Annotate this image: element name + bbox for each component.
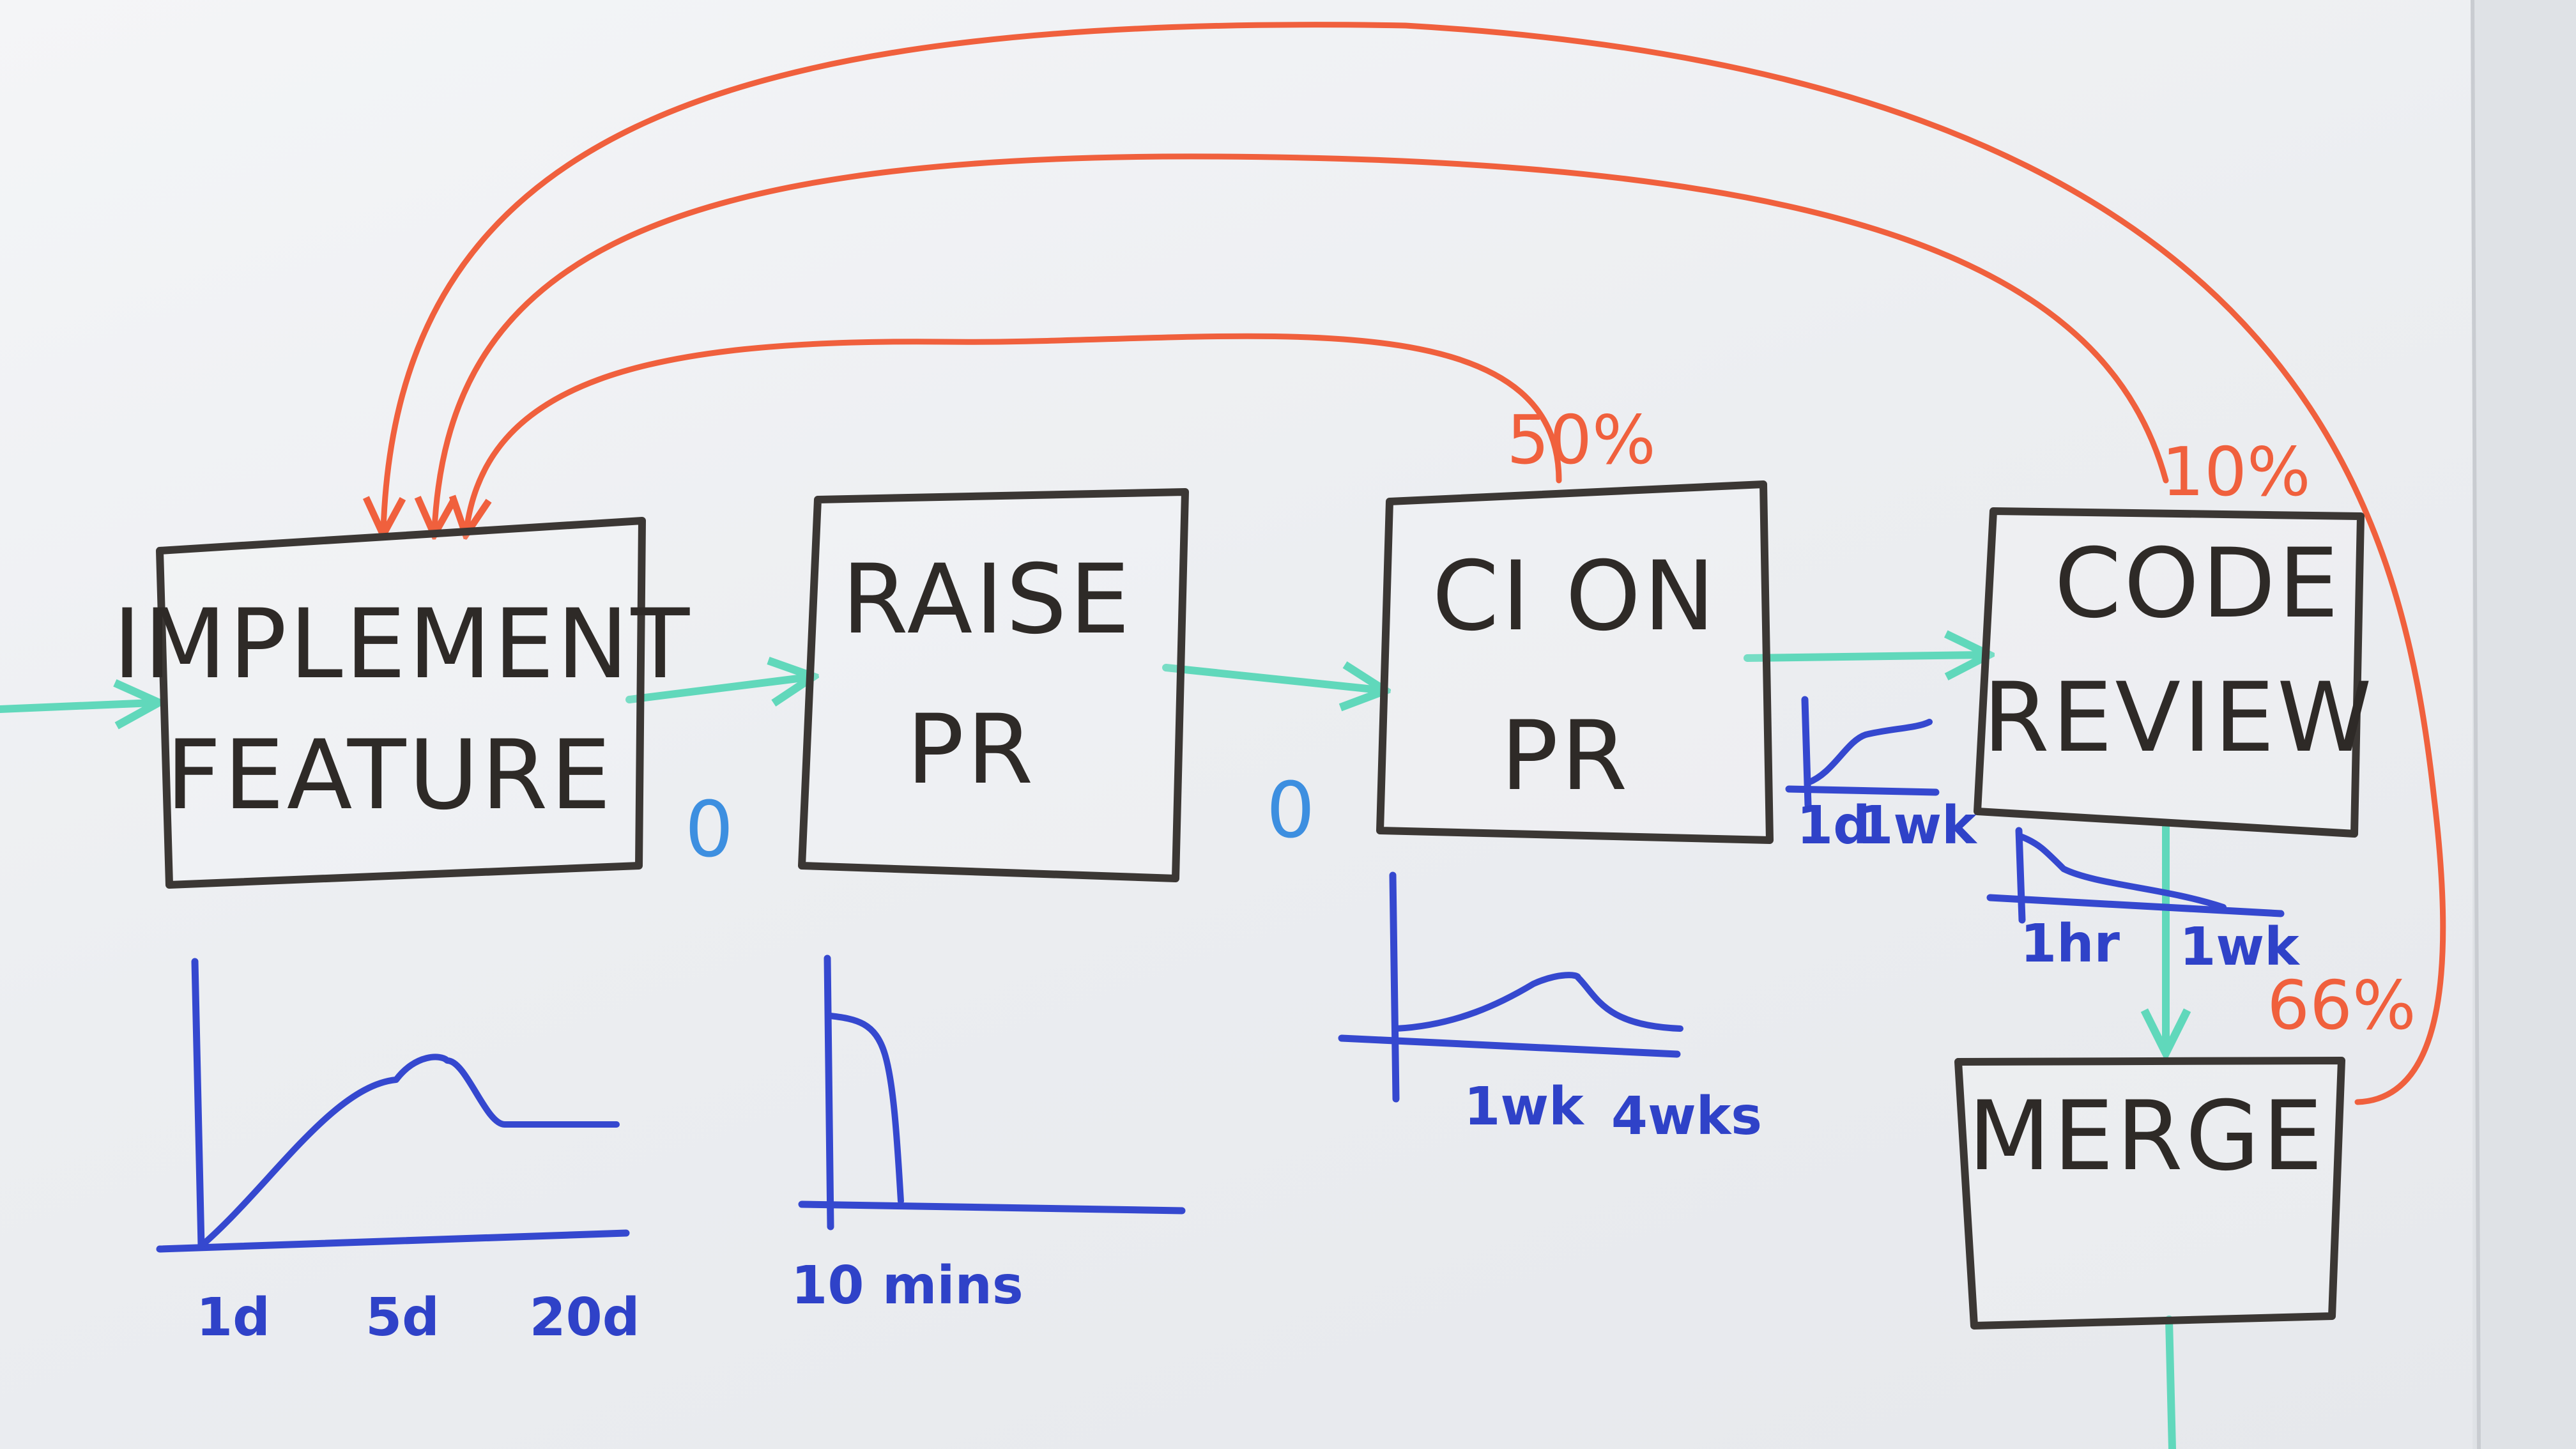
wait-marker-1: 0 [685, 786, 733, 875]
stage-review-line1: CODE [2054, 528, 2341, 640]
dist-wait-tick-1: 1d [1797, 795, 1871, 856]
stage-implement-feature: IMPLEMENT FEATURE [113, 517, 692, 889]
stage-raise-pr: RAISE PR [798, 488, 1189, 882]
dist-raise-x-axis [798, 1200, 1186, 1215]
dist-raise-y-axis [824, 954, 834, 1230]
flow-raise-to-ci [1162, 668, 1380, 690]
dist-chart-ci: 1wk 4wks [1338, 871, 1762, 1147]
loop-review-to-implement [434, 153, 2169, 530]
dist-ci-tick-2: 4wks [1611, 1086, 1762, 1147]
dist-chart-ci-to-review: 1d 1wk [1785, 696, 1978, 856]
loop-ci-to-implement [466, 333, 1562, 530]
dist-ci-y-axis [1389, 871, 1400, 1103]
dist-implement-tick-2: 5d [365, 1287, 440, 1348]
stage-ci-line2: PR [1501, 701, 1630, 812]
dist-implement-y-axis [191, 958, 205, 1250]
stage-implement-line2: FEATURE [166, 720, 613, 831]
dist-implement-tick-1: 1d [196, 1287, 270, 1348]
dist-chart-implement: 1d 5d 20d [156, 958, 640, 1348]
dist-wait-tick-2: 1wk [1857, 795, 1978, 856]
flow-ci-to-review [1744, 655, 1984, 658]
dist-chart-raise: 10 mins [791, 954, 1186, 1316]
dist-review-tick-1: 1hr [2020, 914, 2120, 974]
stage-ci-line1: CI ON [1432, 541, 1718, 652]
loop-merge-pct: 66% [2267, 967, 2416, 1045]
board-frame-line [2471, 0, 2481, 1449]
dist-ci-curve [1393, 972, 1683, 1032]
dist-review-tick-2: 1wk [2179, 917, 2301, 977]
dist-implement-curve [198, 1054, 620, 1249]
flow-merge-out [2165, 1315, 2176, 1449]
stage-merge-line1: MERGE [1968, 1081, 2325, 1192]
stage-code-review: CODE REVIEW [1974, 507, 2375, 838]
stage-implement-line1: IMPLEMENT [113, 589, 692, 700]
dist-raise-curve [827, 1013, 904, 1204]
dist-implement-x-axis [156, 1229, 630, 1253]
board-frame-edge [2472, 0, 2576, 1449]
dist-chart-review: 1hr 1wk [1986, 827, 2301, 977]
stage-merge: MERGE [1954, 1057, 2345, 1330]
stage-ci-on-pr: CI ON PR [1376, 480, 1774, 844]
dist-review-x-axis [1986, 894, 2285, 917]
loop-ci-pct: 50% [1506, 401, 1655, 479]
dist-implement-tick-3: 20d [530, 1287, 640, 1348]
flow-implement-to-raise [625, 677, 808, 700]
dist-raise-tick-1: 10 mins [791, 1255, 1023, 1316]
stage-raise-line2: PR [907, 694, 1036, 806]
dist-ci-x-axis [1338, 1034, 1681, 1058]
wait-marker-2: 0 [1266, 767, 1315, 855]
loop-review-pct: 10% [2161, 433, 2310, 511]
dist-review-y-axis [2015, 827, 2026, 924]
dist-ci-tick-1: 1wk [1464, 1077, 1585, 1137]
stage-raise-line1: RAISE [842, 544, 1133, 656]
flow-in-arrow [0, 703, 153, 709]
dist-review-curve [2019, 834, 2227, 910]
stage-review-line2: REVIEW [1983, 663, 2375, 774]
dist-wait-curve [1805, 719, 1933, 786]
dist-wait-x-axis [1785, 785, 1940, 796]
loop-merge-to-implement [383, 22, 2446, 1105]
